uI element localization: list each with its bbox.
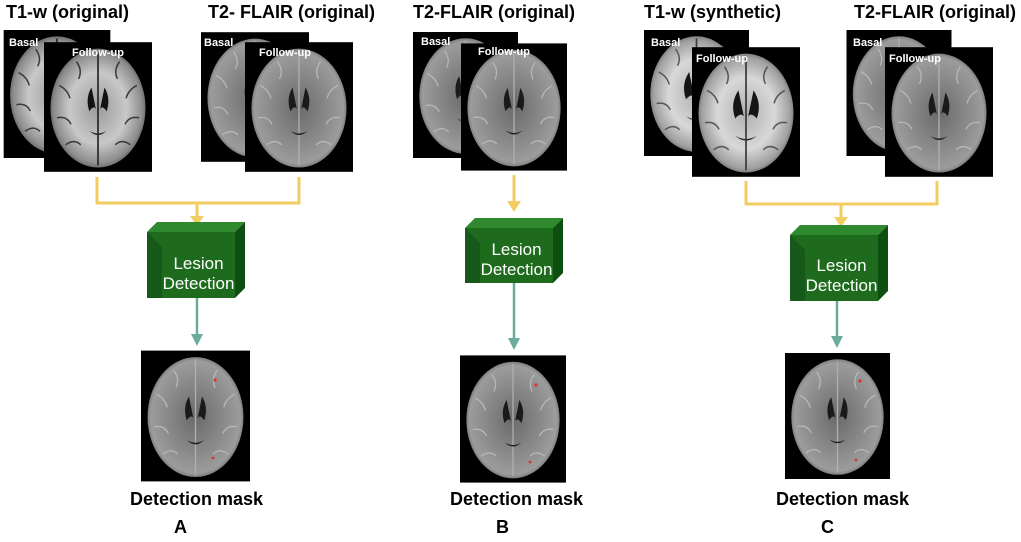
panel-b-letter: B <box>496 517 509 537</box>
panel-c-process-label: Lesion Detection <box>805 256 878 296</box>
title-b-flair: T2-FLAIR (original) <box>413 2 575 22</box>
panel-b-process-line2: Detection <box>480 260 553 279</box>
panel-b-process-line1: Lesion <box>491 240 542 259</box>
tag-c-t1-followup: Follow-up <box>696 53 748 65</box>
tag-c-flair-followup: Follow-up <box>889 53 941 65</box>
panel-c-letter: C <box>821 517 834 537</box>
panel-b-flair-followup-scan <box>461 42 567 172</box>
panel-a-t1w-followup-scan <box>44 41 152 173</box>
title-c-flair: T2-FLAIR (original) <box>854 2 1016 22</box>
panel-a-process-cube <box>147 222 245 298</box>
title-c-t1w: T1-w (synthetic) <box>644 2 782 22</box>
panel-c-process-line1: Lesion <box>816 256 867 275</box>
panel-c-process-line2: Detection <box>805 276 878 295</box>
panel-a-input-connector <box>95 177 301 222</box>
panel-c-detection-mask <box>785 352 890 480</box>
tag-a-t1-basal: Basal <box>9 37 39 49</box>
title-a-flair: T2- FLAIR (original) <box>208 2 375 22</box>
panel-a-flair-followup-scan <box>245 41 353 173</box>
lesion-mark <box>534 383 538 387</box>
panel-a-letter: A <box>174 517 187 537</box>
lesion-mark <box>858 379 862 383</box>
tag-c-flair-basal: Basal <box>853 37 883 49</box>
tag-a-t1-followup: Follow-up <box>72 47 124 59</box>
panel-c-process-cube <box>790 225 888 301</box>
lesion-mark <box>528 460 532 464</box>
tag-a-flair-followup: Follow-up <box>259 47 311 59</box>
panel-a-process-line2: Detection <box>162 274 235 293</box>
tag-a-flair-basal: Basal <box>204 37 234 49</box>
panel-c-output-label: Detection mask <box>776 489 910 509</box>
panel-b-process-cube <box>465 218 563 283</box>
tag-c-t1-basal: Basal <box>651 37 681 49</box>
title-a-t1w: T1-w (original) <box>6 2 129 22</box>
panel-b-process-label: Lesion Detection <box>480 240 553 280</box>
lesion-mark <box>854 458 858 462</box>
panel-a-output-label: Detection mask <box>130 489 264 509</box>
panel-a-detection-mask <box>141 349 250 483</box>
tag-b-flair-basal: Basal <box>421 36 451 48</box>
panel-a-process-label: Lesion Detection <box>162 254 235 294</box>
lesion-mark <box>211 456 215 460</box>
panel-b-output-label: Detection mask <box>450 489 584 509</box>
panel-a-process-line1: Lesion <box>173 254 224 273</box>
panel-a-input-arrowhead <box>190 216 204 226</box>
lesion-mark <box>213 378 217 382</box>
tag-b-flair-followup: Follow-up <box>478 46 530 58</box>
panel-b-detection-mask <box>460 354 566 484</box>
panel-c-t1w-followup-scan <box>692 46 800 178</box>
panel-c-flair-followup-scan <box>885 46 993 178</box>
panel-c-input-connector <box>744 181 939 223</box>
